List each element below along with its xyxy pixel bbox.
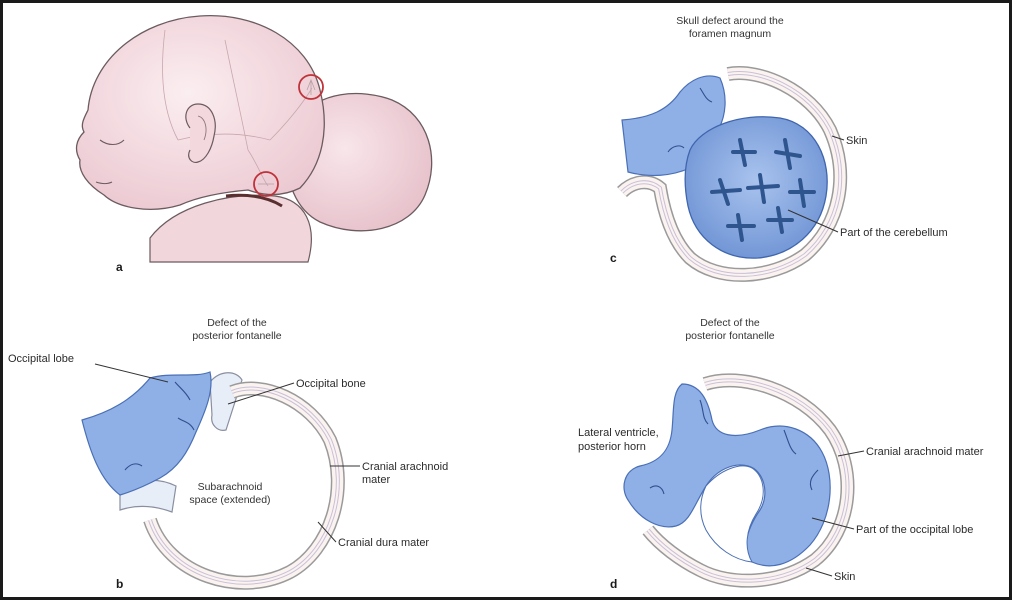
leader-skin-d bbox=[805, 567, 833, 577]
panel-letter-d: d bbox=[610, 577, 617, 591]
panel-letter-c: c bbox=[610, 251, 617, 265]
ear bbox=[185, 103, 216, 163]
label-skin-c: Skin bbox=[846, 135, 867, 147]
neck-shadow bbox=[225, 193, 283, 208]
caption-d-line1: Defect of the bbox=[700, 317, 760, 329]
panel-d: Defect of the posterior fontanelle Later… bbox=[578, 317, 984, 591]
mouth bbox=[95, 181, 113, 184]
label-arachnoid-b-line1: Cranial arachnoid bbox=[362, 461, 448, 473]
label-ventricle-line1: Lateral ventricle, bbox=[578, 427, 659, 439]
label-occipital-bone: Occipital bone bbox=[296, 378, 366, 390]
leader-occipital-bone bbox=[227, 382, 295, 405]
defect-marker-foramen bbox=[253, 171, 279, 197]
meninges-d bbox=[642, 373, 855, 588]
leader-arachnoid-d bbox=[837, 450, 865, 457]
panel-b: Defect of the posterior fontanelle Occip… bbox=[8, 317, 448, 591]
label-arachnoid-d: Cranial arachnoid mater bbox=[866, 446, 984, 458]
leader-skin-c bbox=[831, 135, 845, 141]
cerebellum-folia bbox=[710, 138, 816, 242]
label-space-line1: Subarachnoid bbox=[198, 481, 263, 493]
label-occipital-lobe-b: Occipital lobe bbox=[8, 353, 74, 365]
label-ventricle-line2: posterior horn bbox=[578, 441, 646, 453]
meninges-b bbox=[143, 381, 345, 590]
panel-c: Skull defect around the foramen magnum S… bbox=[610, 15, 948, 282]
leader-cerebellum bbox=[787, 209, 839, 233]
meninges-c bbox=[617, 66, 848, 282]
ventricle-horn bbox=[700, 465, 764, 563]
occipital-lobe-tissue bbox=[81, 371, 212, 496]
label-occipital-lobe-d: Part of the occipital lobe bbox=[856, 524, 973, 536]
label-dura-b: Cranial dura mater bbox=[338, 537, 429, 549]
occipital-lobe-tissue-d bbox=[623, 383, 831, 567]
leader-dura-b bbox=[317, 521, 337, 543]
leader-occipital-lobe-d bbox=[811, 517, 855, 530]
label-skin-d: Skin bbox=[834, 571, 855, 583]
skull-sutures bbox=[162, 29, 313, 187]
leader-occipital-lobe-b bbox=[94, 363, 169, 383]
panel-letter-b: b bbox=[116, 577, 123, 591]
caption-b-line2: posterior fontanelle bbox=[192, 330, 281, 342]
label-cerebellum: Part of the cerebellum bbox=[840, 227, 948, 239]
label-space-line2: space (extended) bbox=[189, 494, 270, 506]
label-arachnoid-b-line2: mater bbox=[362, 474, 390, 486]
panel-letter-a: a bbox=[116, 260, 123, 274]
caption-c-line2: foramen magnum bbox=[689, 28, 772, 40]
panel-a: a bbox=[75, 14, 433, 274]
infant-shoulder bbox=[149, 194, 312, 263]
defect-marker-fontanelle bbox=[298, 74, 324, 100]
caption-d-line2: posterior fontanelle bbox=[685, 330, 774, 342]
caption-b-line1: Defect of the bbox=[207, 317, 267, 329]
caption-c-line1: Skull defect around the bbox=[676, 15, 784, 27]
closed-eye bbox=[99, 139, 125, 146]
